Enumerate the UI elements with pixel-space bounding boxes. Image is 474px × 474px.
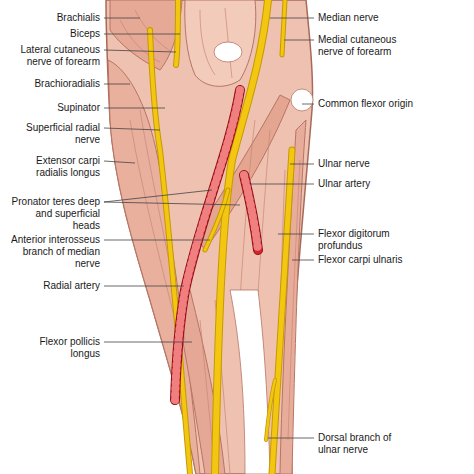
biceps-muscle: [185, 0, 256, 86]
part-label: Medial cutaneous nerve of forearm: [318, 34, 413, 58]
part-label: Extensor carpi radialis longus: [10, 155, 100, 179]
arteries: [175, 90, 258, 400]
part-label: Common flexor origin: [318, 98, 458, 110]
part-label: Ulnar nerve: [318, 158, 458, 170]
part-label: Ulnar artery: [318, 178, 458, 190]
part-label: Dorsal branch of ulnar nerve: [318, 432, 408, 456]
part-label: Flexor carpi ulnaris: [318, 254, 458, 266]
bicipital-aponeurosis: [214, 42, 242, 62]
arm-outline: [106, 0, 313, 474]
part-label: Flexor digitorum profundus: [318, 228, 408, 252]
part-label: Median nerve: [318, 12, 458, 24]
part-label: Lateral cutaneous nerve of forearm: [10, 44, 100, 68]
part-label: Brachialis: [10, 12, 100, 24]
part-label: Biceps: [10, 28, 100, 40]
medial-epicondyle: [291, 89, 313, 111]
leader-lines: [104, 18, 314, 438]
part-label: Radial artery: [10, 280, 100, 292]
nerves: [150, 0, 292, 474]
part-label: Superficial radial nerve: [10, 122, 100, 146]
part-label: Flexor pollicis longus: [10, 336, 100, 360]
part-label: Supinator: [10, 102, 100, 114]
tendon-area: [230, 290, 270, 474]
brachialis-muscle: [110, 0, 182, 70]
part-label: Brachioradialis: [10, 78, 100, 90]
part-label: Pronator teres deep and superficial head…: [10, 196, 100, 232]
part-label: Anterior interosseus branch of median ne…: [10, 234, 100, 270]
